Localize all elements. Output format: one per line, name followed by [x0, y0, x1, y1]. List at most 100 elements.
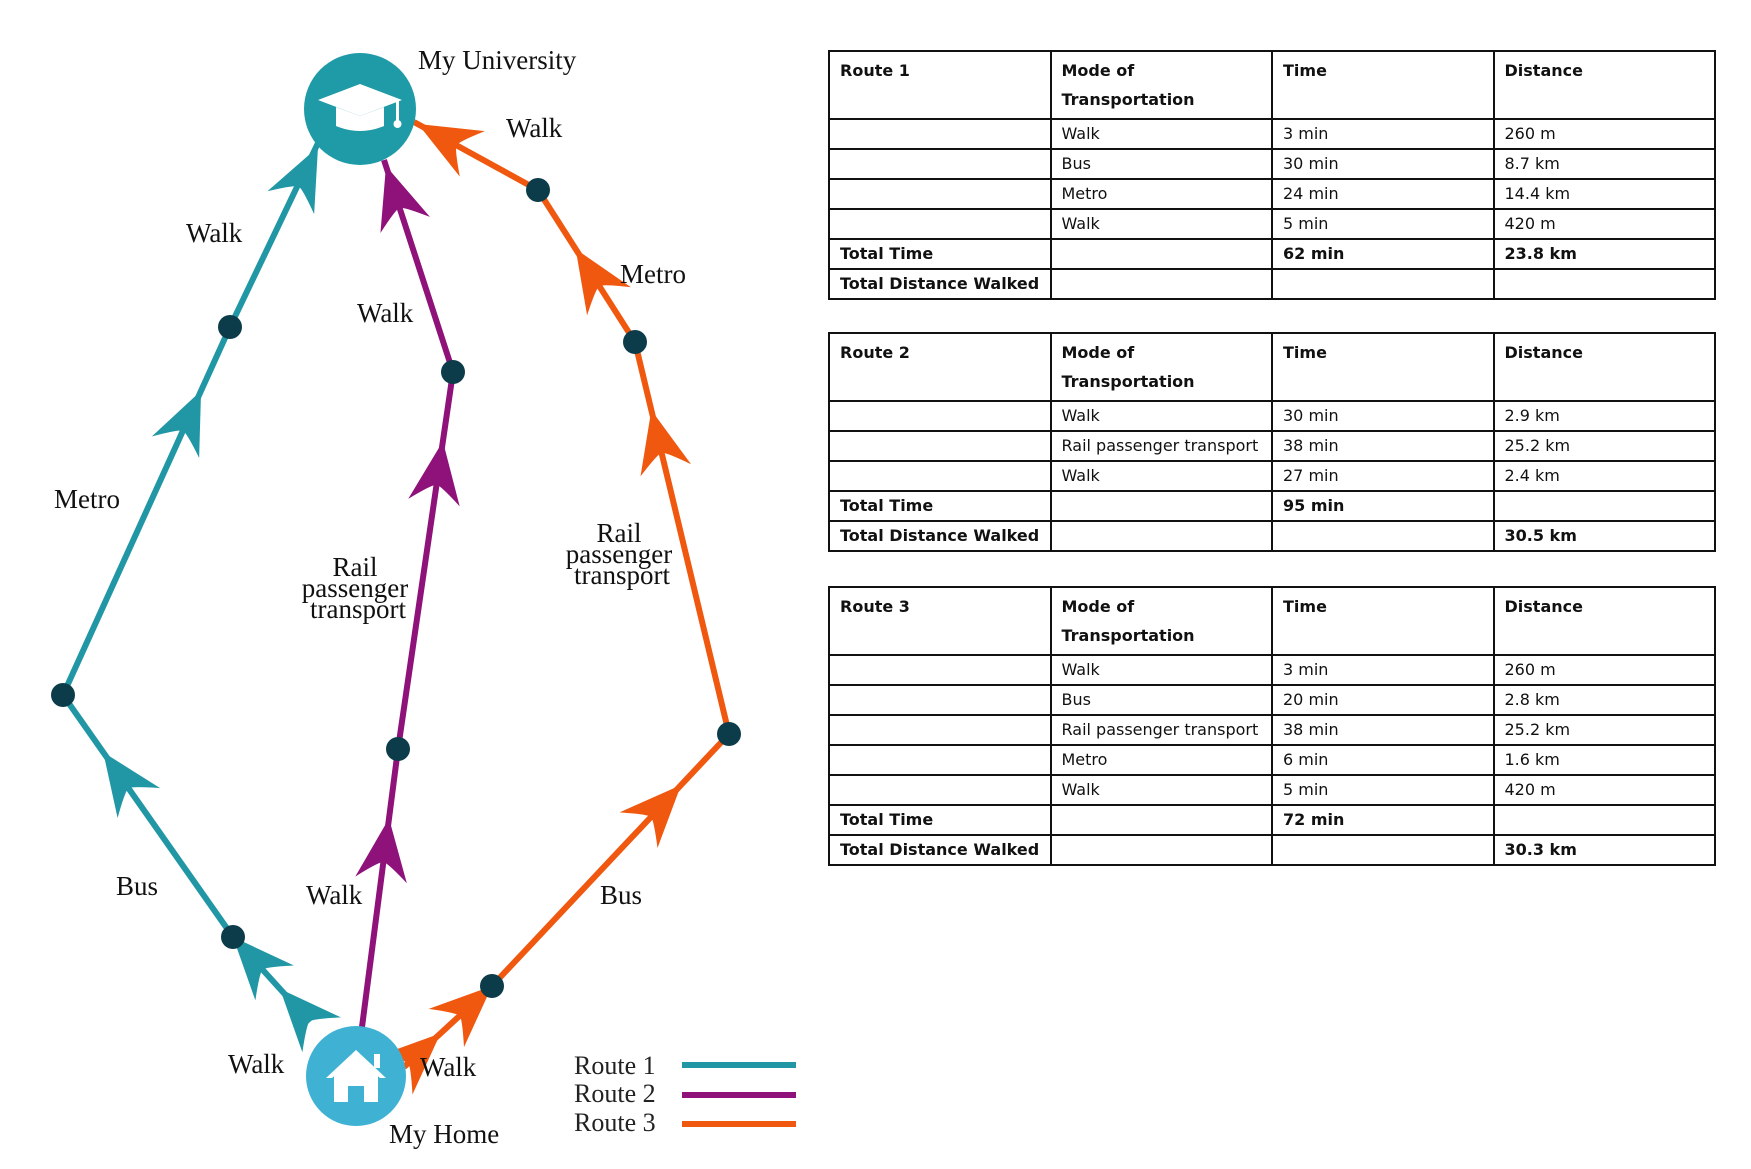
route2-arrow-2 [408, 441, 460, 507]
table-cell: 38 min [1271, 714, 1495, 746]
route3-waypoint-3 [623, 330, 647, 354]
route1-waypoint-2 [51, 683, 75, 707]
route3-arrow-start [428, 986, 492, 1048]
legend-route-3-label: Route 3 [574, 1108, 656, 1137]
table-cell: 2.9 km [1492, 400, 1716, 432]
table-cell: Metro [1049, 178, 1273, 210]
table-cell [828, 654, 1052, 686]
table-cell: Rail passenger transport [1049, 714, 1273, 746]
route2-rail-label-line2: passenger [302, 573, 408, 603]
table-cell: Route 1 [828, 50, 1052, 120]
table-cell: 8.7 km [1492, 148, 1716, 180]
route1-waypoint-1 [221, 925, 245, 949]
table-cell [828, 774, 1052, 806]
table-cell: 30.5 km [1492, 520, 1716, 552]
table-cell [1271, 834, 1495, 866]
table-cell: 23.8 km [1492, 238, 1716, 270]
route2-waypoint-1 [386, 737, 410, 761]
table-cell: Total Time [828, 490, 1052, 522]
table-cell: Total Time [828, 804, 1052, 836]
route2-walk-home-label: Walk [306, 880, 363, 910]
table-cell [828, 148, 1052, 180]
table-cell [1492, 490, 1716, 522]
waypoints [51, 178, 741, 998]
table-cell: Rail passenger transport [1049, 430, 1273, 462]
route1-arrow-final [267, 147, 318, 215]
table-cell [828, 118, 1052, 150]
table-total-row: Total Distance Walked 30.5 km [828, 520, 1716, 552]
route1-arrow-2 [103, 752, 161, 818]
graduation-cap-icon [318, 84, 402, 131]
table-cell: 420 m [1492, 208, 1716, 240]
table-cell: 25.2 km [1492, 430, 1716, 462]
table-cell [828, 400, 1052, 432]
route3-arrow-2 [619, 784, 682, 848]
table-cell: Metro [1049, 744, 1273, 776]
table-cell: 3 min [1271, 654, 1495, 686]
table-cell: Walk [1049, 774, 1273, 806]
table-cell: Walk [1049, 460, 1273, 492]
route3-rail-label-line3: transport [574, 560, 670, 590]
table-cell [828, 460, 1052, 492]
table-cell: 5 min [1271, 774, 1495, 806]
route2-rail-label-line3: transport [310, 594, 406, 624]
table-cell: 27 min [1271, 460, 1495, 492]
route1-waypoint-3 [218, 315, 242, 339]
university-label: My University [418, 45, 577, 75]
legend: Route 1 Route 2 Route 3 [574, 1051, 796, 1137]
table-cell: 1.6 km [1492, 744, 1716, 776]
route1-walk-home-label: Walk [228, 1049, 285, 1079]
route-arrowheads [103, 124, 692, 1095]
table-cell [1049, 804, 1273, 836]
table-cell: Total Distance Walked [828, 520, 1052, 552]
route1-bus-label: Bus [116, 871, 158, 901]
route3-rail-label-line2: passenger [566, 539, 672, 569]
table-cell: Walk [1049, 400, 1273, 432]
route2-rail-label-line1: Rail [333, 552, 378, 582]
route3-metro-label: Metro [620, 259, 686, 289]
table-cell: 38 min [1271, 430, 1495, 462]
table-cell: 260 m [1492, 654, 1716, 686]
table-cell: 30.3 km [1492, 834, 1716, 866]
table-cell: Walk [1049, 654, 1273, 686]
table-cell [1049, 238, 1273, 270]
route3-bus-label: Bus [600, 880, 642, 910]
route3-arrow-final [418, 124, 485, 177]
table-cell: Total Distance Walked [828, 834, 1052, 866]
route3-waypoint-2 [717, 722, 741, 746]
route2-arrow-final [380, 166, 430, 234]
table-cell: Total Time [828, 238, 1052, 270]
table-cell [1049, 520, 1273, 552]
table-cell [1271, 520, 1495, 552]
table-cell: Distance [1492, 332, 1716, 402]
table-cell: Mode of Transportation [1049, 586, 1273, 656]
table-cell: 95 min [1271, 490, 1495, 522]
route1-arrow-3 [151, 390, 202, 458]
table-cell: 2.4 km [1492, 460, 1716, 492]
table-cell: Mode of Transportation [1049, 332, 1273, 402]
route2-waypoint-2 [441, 360, 465, 384]
table-cell [828, 178, 1052, 210]
legend-route-1-label: Route 1 [574, 1051, 656, 1080]
route2-walk-uni-label: Walk [357, 298, 414, 328]
route3-walk-uni-label: Walk [506, 113, 563, 143]
table-cell: 2.8 km [1492, 684, 1716, 716]
table-cell [1049, 490, 1273, 522]
route2-segment-1 [359, 748, 401, 1028]
table-cell: 24 min [1271, 178, 1495, 210]
